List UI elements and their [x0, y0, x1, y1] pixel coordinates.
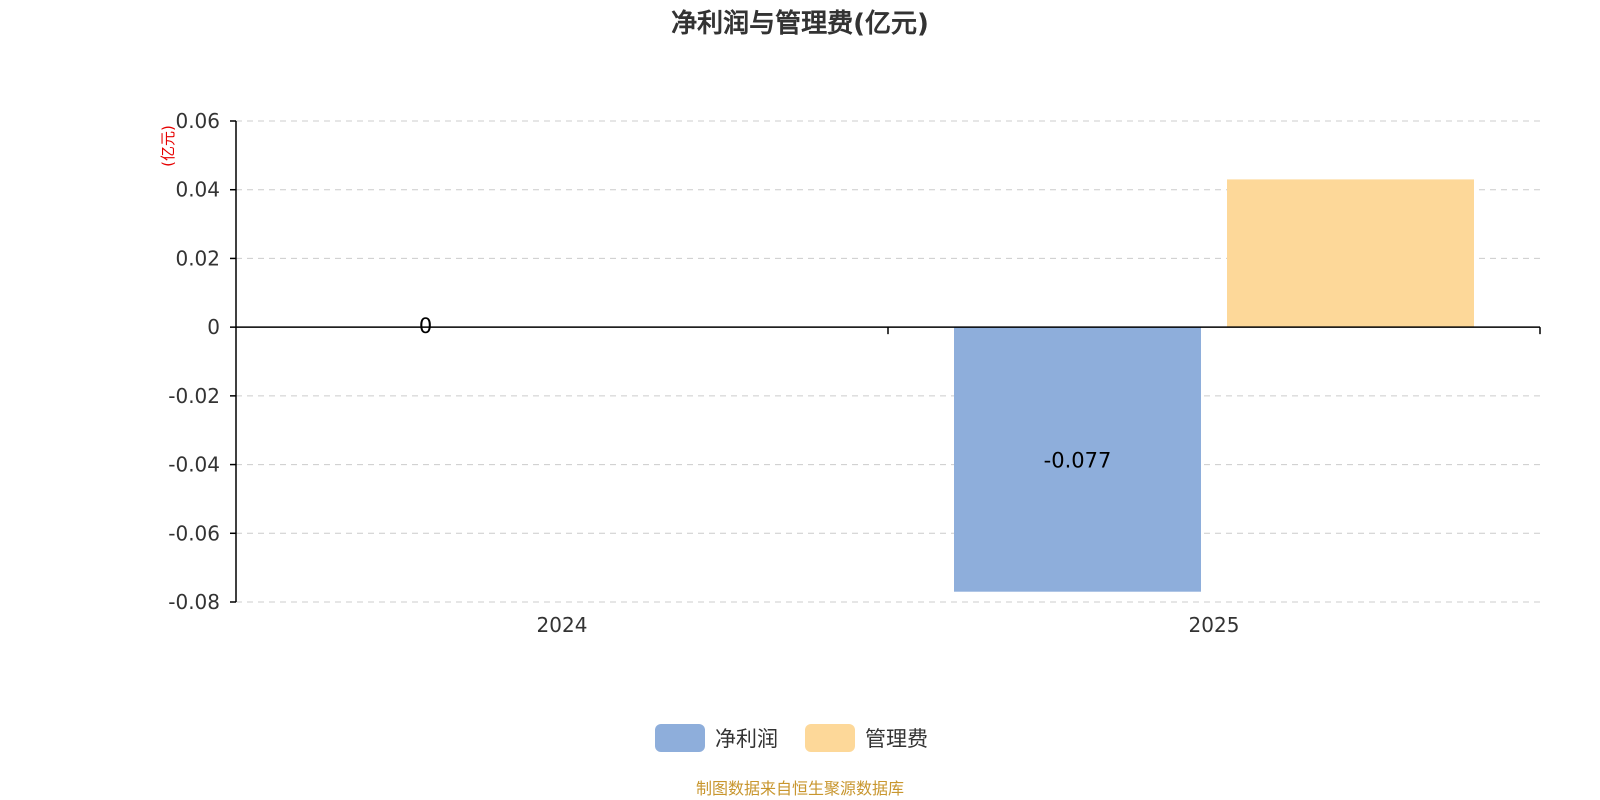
- data-label: -0.077: [1044, 448, 1112, 472]
- legend-swatch: [655, 724, 705, 752]
- y-axis-unit-label: (亿元): [159, 125, 177, 167]
- data-labels: 0 -0.077: [419, 314, 1112, 472]
- chart-title: 净利润与管理费(亿元): [671, 8, 929, 39]
- bar-净利润-2025: [954, 327, 1201, 592]
- y-tick-labels: 0.06 0.04 0.02 0 -0.02 -0.04 -0.06 -0.08: [168, 109, 220, 614]
- axes: [230, 120, 1541, 603]
- x-tick-labels: 2024 2025: [537, 613, 1240, 637]
- y-tick-label: -0.08: [168, 590, 220, 614]
- y-tick-label: 0.06: [175, 109, 220, 133]
- legend-swatch: [805, 724, 855, 752]
- legend-label: 净利润: [715, 727, 778, 751]
- bar-管理费-2025: [1227, 179, 1474, 328]
- bars: [954, 179, 1474, 592]
- x-tick-label: 2025: [1189, 613, 1240, 637]
- y-tick-label: 0: [207, 315, 220, 339]
- x-tick-label: 2024: [537, 613, 588, 637]
- source-note: 制图数据来自恒生聚源数据库: [696, 779, 904, 798]
- y-tick-label: 0.04: [175, 178, 220, 202]
- grid-lines: [236, 120, 1540, 603]
- y-tick-label: -0.02: [168, 384, 220, 408]
- y-tick-label: -0.04: [168, 453, 220, 477]
- legend-label: 管理费: [865, 727, 928, 751]
- y-tick-label: 0.02: [175, 246, 220, 270]
- y-tick-label: -0.06: [168, 521, 220, 545]
- legend: 净利润 管理费: [655, 724, 928, 752]
- data-label: 0: [419, 314, 432, 338]
